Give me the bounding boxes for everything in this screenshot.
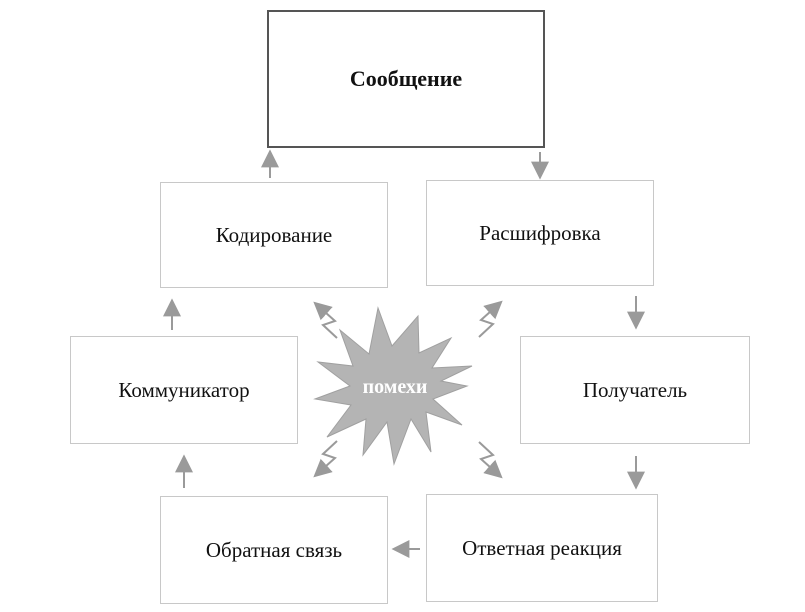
node-response: Ответная реакция bbox=[426, 494, 658, 602]
noise-burst-icon bbox=[313, 306, 473, 466]
node-communicator: Коммуникатор bbox=[70, 336, 298, 444]
noise-label: помехи bbox=[362, 376, 428, 398]
noise-zigzag-arrow-encoding bbox=[313, 301, 338, 339]
node-receiver: Получатель bbox=[520, 336, 750, 444]
noise-zigzag-arrow-decoding bbox=[478, 300, 503, 338]
node-message: Сообщение bbox=[267, 10, 545, 148]
node-encoding: Кодирование bbox=[160, 182, 388, 288]
node-decoding: Расшифровка bbox=[426, 180, 654, 286]
noise-zigzag-arrow-feedback bbox=[313, 440, 338, 478]
node-feedback: Обратная связь bbox=[160, 496, 388, 604]
noise-zigzag-arrow-response bbox=[478, 441, 503, 479]
